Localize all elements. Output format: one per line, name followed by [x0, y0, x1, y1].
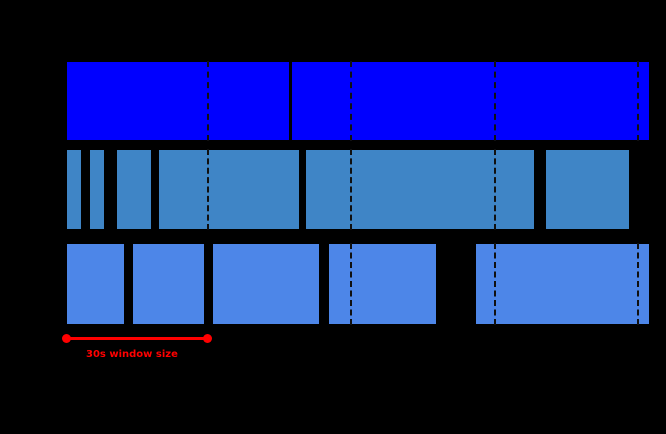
segment-bar: [328, 243, 437, 325]
segment-bar: [291, 61, 650, 141]
segment-bar: [89, 149, 105, 230]
window-size-measure-line: [66, 337, 207, 340]
segment-bar: [66, 243, 125, 325]
window-size-end-marker: [203, 334, 212, 343]
segment-bar: [66, 149, 82, 230]
segment-bar: [545, 149, 630, 230]
segment-bar: [66, 61, 290, 141]
window-size-label: 30s window size: [86, 349, 178, 360]
segment-bar: [116, 149, 152, 230]
track-3: [0, 243, 666, 325]
segment-bar: [132, 243, 205, 325]
segment-bar: [305, 149, 535, 230]
track-1: [0, 61, 666, 141]
window-size-start-marker: [62, 334, 71, 343]
segment-bar: [475, 243, 650, 325]
track-2: [0, 149, 666, 230]
segment-bar: [158, 149, 300, 230]
segment-bar: [212, 243, 320, 325]
